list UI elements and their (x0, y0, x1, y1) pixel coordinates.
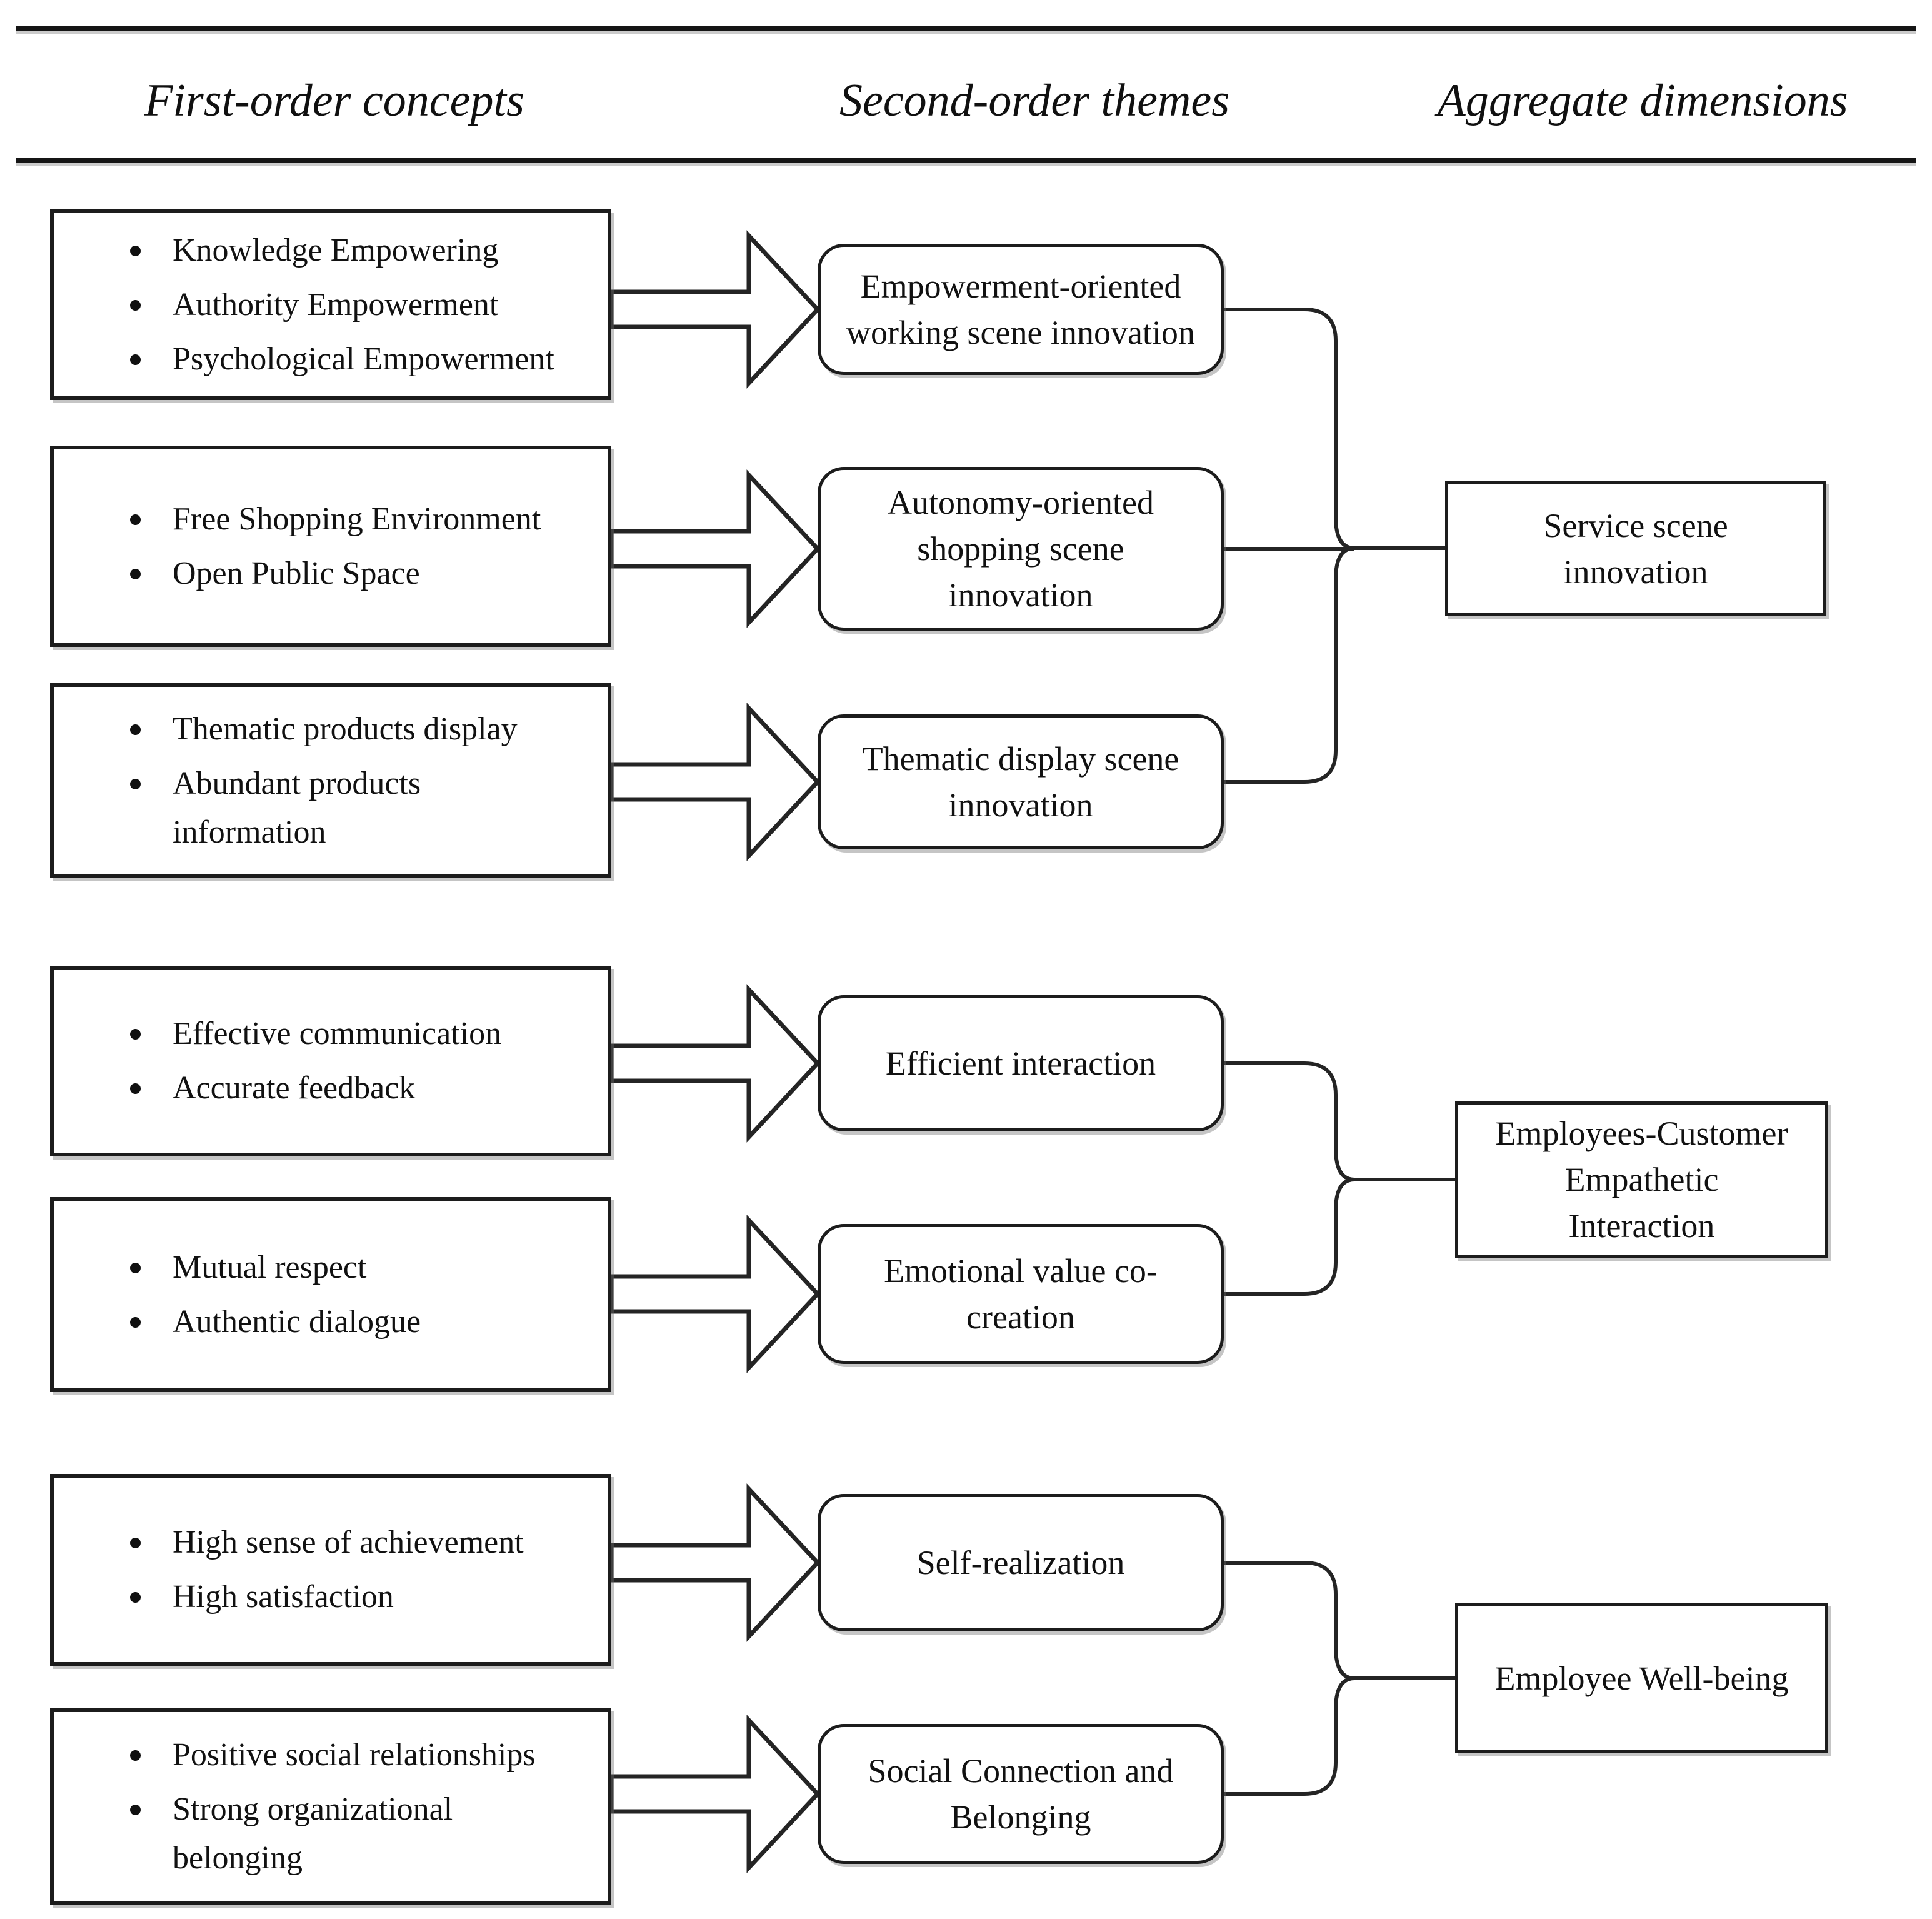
theme-box: Efficient interaction (818, 995, 1224, 1131)
bracket-connector (1224, 1561, 1455, 1680)
aggregate-box: Employees-Customer Empathetic Interactio… (1455, 1101, 1828, 1258)
first-order-box: Positive social relationships Strong org… (50, 1708, 611, 1905)
concept-item: High sense of achievement (54, 1518, 595, 1567)
theme-box: Emotional value co- creation (818, 1224, 1224, 1364)
bracket-connector (1224, 308, 1445, 550)
theme-label: Thematic display scene innovation (862, 740, 1179, 824)
concept-list: Mutual respect Authentic dialogue (54, 1238, 608, 1352)
first-order-box: Thematic products display Abundant produ… (50, 683, 611, 878)
first-order-box: Knowledge Empowering Authority Empowerme… (50, 209, 611, 400)
block-arrow (609, 703, 821, 861)
concept-item: Authority Empowerment (54, 281, 595, 329)
concept-item: Mutual respect (54, 1243, 595, 1292)
block-arrow (609, 1715, 821, 1873)
header-bottom-rule (16, 158, 1916, 163)
concept-list: Positive social relationships Strong org… (54, 1725, 608, 1888)
concept-item: Positive social relationships (54, 1731, 595, 1780)
theme-label: Efficient interaction (885, 1045, 1156, 1082)
block-arrow (609, 1483, 821, 1642)
concept-item: Strong organizational belonging (54, 1785, 595, 1883)
theme-label: Social Connection and Belonging (868, 1752, 1174, 1836)
theme-box: Social Connection and Belonging (818, 1724, 1224, 1864)
block-arrow (609, 230, 821, 389)
concept-item: Knowledge Empowering (54, 226, 595, 275)
bracket-connector (1224, 1676, 1355, 1796)
aggregate-box: Employee Well-being (1455, 1603, 1828, 1753)
concept-item: Psychological Empowerment (54, 335, 595, 384)
concept-item: Effective communication (54, 1010, 595, 1058)
concept-item: Abundant products information (54, 759, 595, 857)
concept-item: Open Public Space (54, 549, 595, 598)
bracket-connector (1224, 1061, 1455, 1181)
first-order-box: Free Shopping Environment Open Public Sp… (50, 446, 611, 647)
header-top-rule (16, 26, 1916, 31)
theme-label: Self-realization (916, 1544, 1125, 1581)
theme-box: Thematic display scene innovation (818, 714, 1224, 849)
concept-item: Free Shopping Environment (54, 495, 595, 544)
concept-list: Effective communication Accurate feedbac… (54, 1004, 608, 1118)
block-arrow (609, 1215, 821, 1373)
concept-item: Authentic dialogue (54, 1298, 595, 1346)
concept-list: High sense of achievement High satisfact… (54, 1513, 608, 1627)
aggregate-box: Service scene innovation (1445, 481, 1826, 616)
concept-item: Accurate feedback (54, 1064, 595, 1113)
theme-box: Self-realization (818, 1494, 1224, 1631)
theme-box: Autonomy-oriented shopping scene innovat… (818, 467, 1224, 631)
concept-list: Thematic products display Abundant produ… (54, 699, 608, 863)
first-order-box: Mutual respect Authentic dialogue (50, 1197, 611, 1392)
column-title-first-order: First-order concepts (144, 75, 524, 126)
concept-list: Free Shopping Environment Open Public Sp… (54, 489, 608, 604)
theme-label: Autonomy-oriented shopping scene innovat… (888, 484, 1154, 614)
theme-label: Emotional value co- creation (884, 1252, 1158, 1336)
column-title-second-order: Second-order themes (839, 75, 1230, 126)
aggregate-label: Service scene innovation (1543, 506, 1728, 591)
bracket-connector (1224, 1178, 1355, 1296)
concept-item: High satisfaction (54, 1573, 595, 1621)
column-title-aggregate: Aggregate dimensions (1437, 75, 1848, 126)
concept-list: Knowledge Empowering Authority Empowerme… (54, 221, 608, 389)
concept-item: Thematic products display (54, 705, 595, 754)
aggregate-label: Employees-Customer Empathetic Interactio… (1495, 1115, 1788, 1245)
first-order-box: Effective communication Accurate feedbac… (50, 966, 611, 1156)
block-arrow (609, 469, 821, 628)
first-order-box: High sense of achievement High satisfact… (50, 1474, 611, 1666)
theme-box: Empowerment-oriented working scene innov… (818, 244, 1224, 375)
bracket-connector (1224, 546, 1355, 784)
aggregate-label: Employee Well-being (1494, 1660, 1789, 1697)
block-arrow (609, 984, 821, 1143)
theme-label: Empowerment-oriented working scene innov… (846, 268, 1195, 351)
